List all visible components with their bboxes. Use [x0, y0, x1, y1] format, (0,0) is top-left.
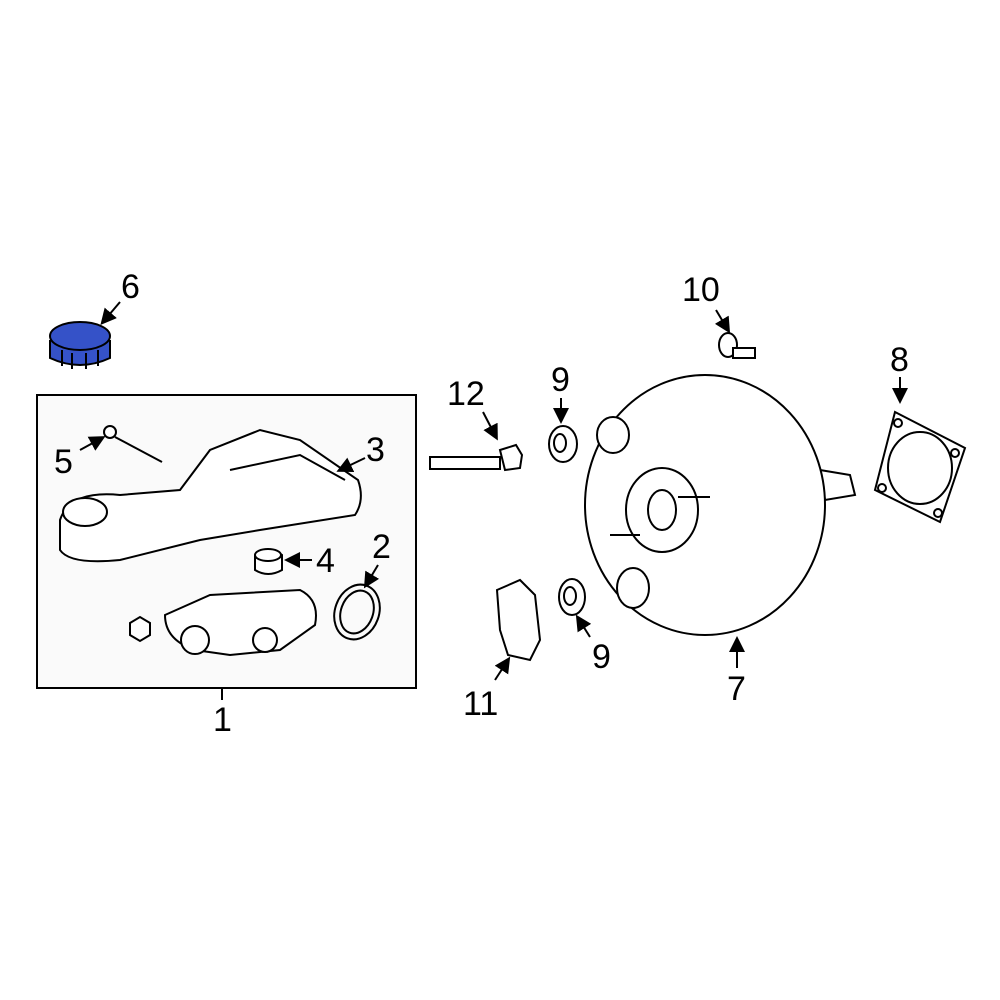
gasket-part[interactable]	[873, 410, 967, 524]
callout-5: 5	[54, 443, 73, 481]
brake-booster-part[interactable]	[584, 374, 857, 636]
seal-part-upper[interactable]	[548, 425, 578, 463]
leader-2	[363, 564, 380, 589]
sensor-part[interactable]	[495, 578, 542, 662]
leader-3	[336, 457, 366, 473]
callout-2: 2	[372, 528, 391, 566]
callout-12: 12	[447, 375, 485, 413]
leader-10	[714, 309, 731, 334]
callout-4: 4	[316, 542, 335, 580]
grommet-part[interactable]	[254, 548, 283, 575]
bolt-part[interactable]	[429, 443, 524, 472]
callout-10: 10	[682, 271, 720, 309]
leader-12	[482, 411, 498, 441]
master-cylinder-body-part[interactable]	[129, 588, 317, 657]
callout-9-upper: 9	[551, 361, 570, 399]
callout-3: 3	[366, 431, 385, 469]
pin-part[interactable]	[103, 425, 163, 463]
leader-6	[100, 301, 121, 326]
callout-7: 7	[727, 670, 746, 708]
reservoir-part[interactable]	[59, 428, 362, 563]
leader-5	[79, 436, 106, 451]
callout-1: 1	[213, 701, 232, 739]
leader-9-lower	[575, 614, 592, 638]
seal-part-lower[interactable]	[558, 578, 586, 616]
leader-11	[494, 656, 511, 681]
callout-11: 11	[463, 685, 499, 723]
callout-6: 6	[121, 268, 140, 306]
reservoir-cap-part[interactable]	[49, 321, 111, 369]
callout-8: 8	[890, 341, 909, 379]
callout-9-lower: 9	[592, 638, 611, 676]
stud-part[interactable]	[718, 332, 756, 359]
